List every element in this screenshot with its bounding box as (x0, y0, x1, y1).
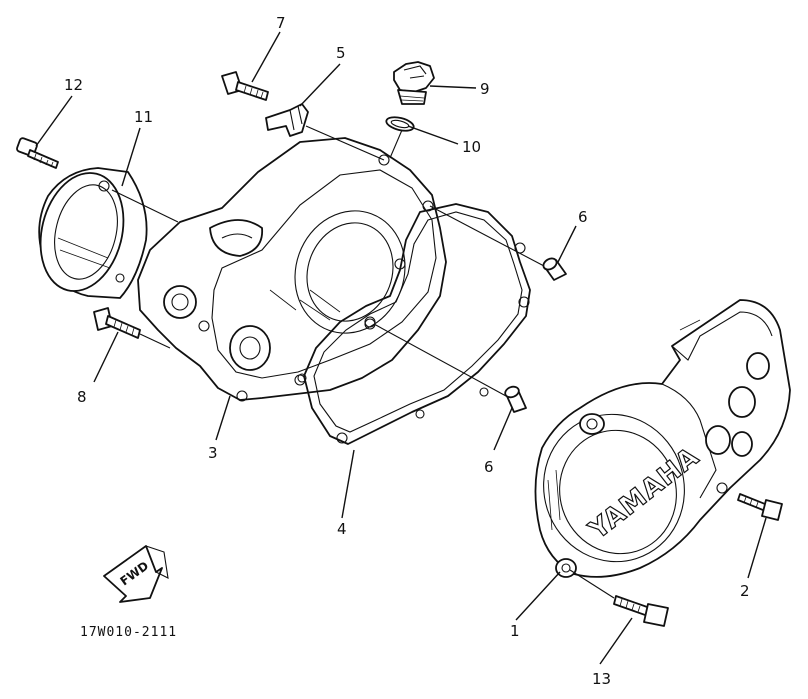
part-13-bolt (613, 595, 669, 627)
leader-lines (35, 31, 767, 665)
callout-3: 3 (208, 444, 218, 462)
callout-2: 2 (740, 582, 750, 600)
callout-5: 5 (336, 44, 346, 62)
fwd-direction-arrow: FWD (103, 545, 169, 603)
part-6-dowel-upper (542, 257, 567, 281)
callout-13: 13 (592, 670, 611, 688)
callout-1: 1 (510, 622, 520, 640)
part-7-bolt (221, 71, 269, 101)
drawing-code: 17W010-2111 (80, 625, 177, 640)
part-9-filler-plug (393, 61, 435, 105)
callout-10: 10 (462, 138, 481, 156)
callout-4: 4 (337, 520, 347, 538)
callout-labels: 1 2 3 4 5 6 6 7 8 9 10 11 12 13 (64, 14, 750, 688)
part-2-bolt (737, 493, 783, 521)
callout-6-upper: 6 (578, 208, 588, 226)
part-8-bolt (93, 307, 141, 339)
part-12-bolt (16, 137, 59, 169)
callout-7: 7 (276, 14, 286, 32)
part-5-cable-holder (265, 103, 309, 137)
part-10-o-ring (385, 116, 415, 132)
part-11-guard (38, 167, 148, 299)
alignment-lines (111, 125, 615, 599)
part-6-dowel-lower (504, 385, 527, 413)
callout-6-lower: 6 (484, 458, 494, 476)
callout-8: 8 (77, 388, 87, 406)
callout-9: 9 (480, 80, 490, 98)
part-1-outer-cover: YAMAHA (534, 299, 791, 578)
part-4-gasket (297, 203, 531, 445)
callout-12: 12 (64, 76, 83, 94)
callout-11: 11 (134, 108, 153, 126)
part-3-crankcase-cover (137, 137, 447, 402)
